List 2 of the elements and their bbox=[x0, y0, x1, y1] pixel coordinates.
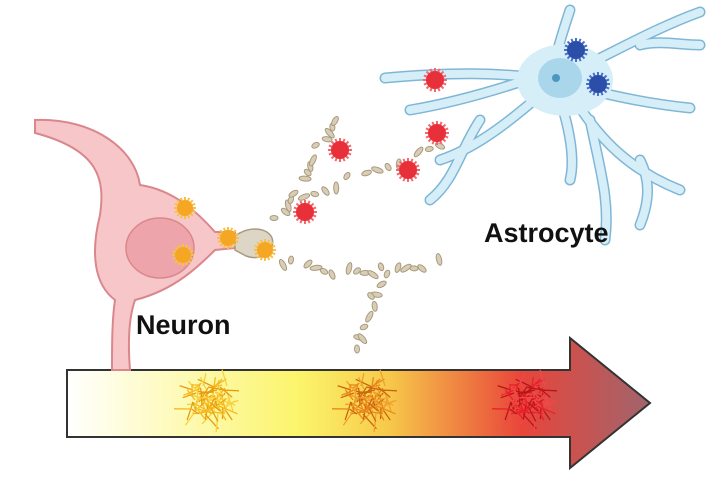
cell-label: Neuron bbox=[136, 312, 230, 339]
cell-label: Astrocyte bbox=[484, 220, 609, 247]
